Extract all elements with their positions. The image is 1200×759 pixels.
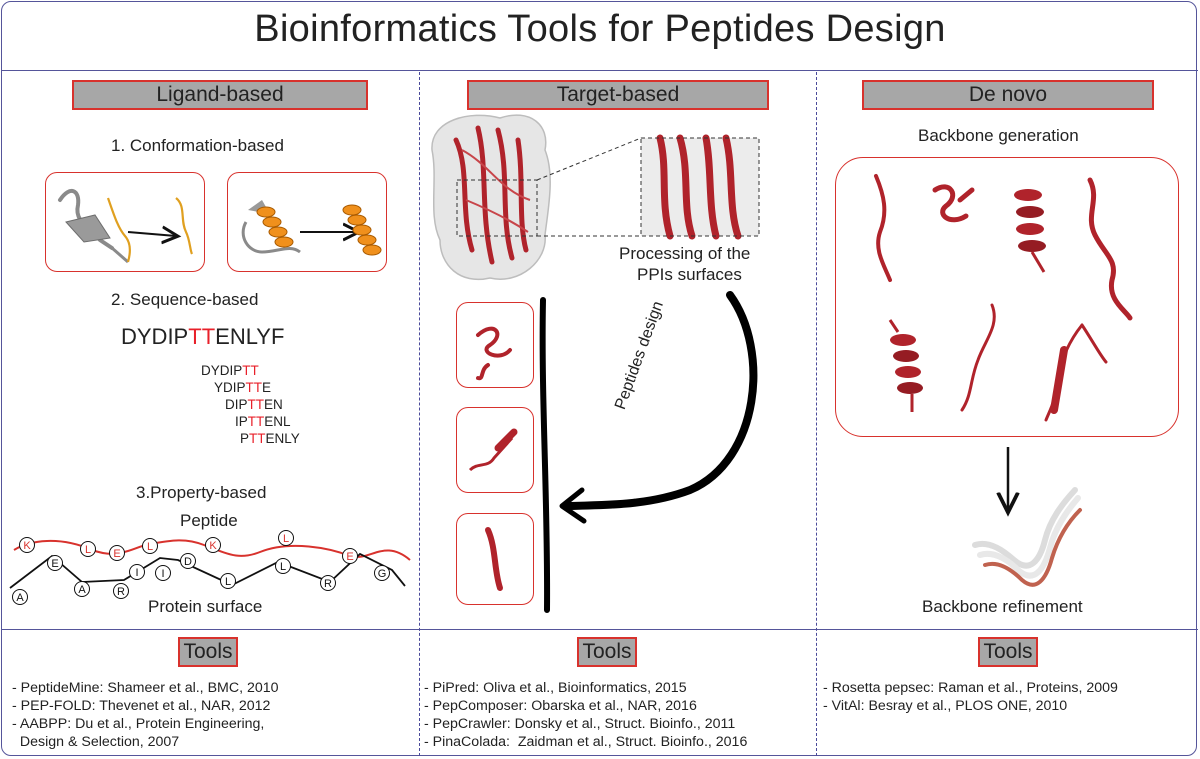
tool-ref: Design & Selection, 2007 <box>12 734 180 750</box>
window-highlight: TT <box>247 414 265 429</box>
conformation-box-2 <box>227 172 387 272</box>
sequence-window-4: IPTTENL <box>235 414 291 429</box>
design-box-1 <box>456 302 534 388</box>
seq-post: ENLYF <box>215 324 285 349</box>
column-divider-left <box>419 72 420 756</box>
title-divider <box>2 70 1198 71</box>
sequence-window-5: PTTENLY <box>240 431 300 446</box>
window-post: E <box>262 380 272 395</box>
window-post: ENL <box>264 414 291 429</box>
peptide-label: Peptide <box>180 511 238 530</box>
window-highlight: TT <box>247 397 265 412</box>
conformation-box-1 <box>45 172 205 272</box>
processing-label-line1: Processing of the <box>619 244 751 263</box>
tool-ref: - AABPP: Du et al., Protein Engineering, <box>12 716 265 732</box>
window-highlight: TT <box>242 363 259 378</box>
de-novo-header: De novo <box>862 80 1154 110</box>
backbone-generation-box <box>835 157 1179 437</box>
window-highlight: TT <box>245 380 263 395</box>
tools-divider <box>2 629 1198 630</box>
tool-ref: - PeptideMine: Shameer et al., BMC, 2010 <box>12 680 279 696</box>
window-pre: YDIP <box>214 380 246 395</box>
tool-ref: - PepComposer: Obarska et al., NAR, 2016 <box>424 698 697 714</box>
target-tools-header: Tools <box>577 637 637 667</box>
figure-title: Bioinformatics Tools for Peptides Design <box>254 8 946 50</box>
sequence-based-label: 2. Sequence-based <box>111 290 259 309</box>
seq-highlight: TT <box>188 324 216 349</box>
tool-ref: - Rosetta pepsec: Raman et al., Proteins… <box>823 680 1118 696</box>
backbone-refinement-label: Backbone refinement <box>922 597 1083 616</box>
ligand-based-header: Ligand-based <box>72 80 368 110</box>
conformation-based-label: 1. Conformation-based <box>111 136 284 155</box>
backbone-generation-label: Backbone generation <box>918 126 1079 145</box>
sequence-window-2: YDIPTTE <box>214 380 271 395</box>
tool-ref: - VitAl: Besray et al., PLOS ONE, 2010 <box>823 698 1068 714</box>
tool-ref: - PiPred: Oliva et al., Bioinformatics, … <box>424 680 687 696</box>
tool-ref: - PinaColada: Zaidman et al., Struct. Bi… <box>424 734 748 750</box>
column-divider-right <box>816 72 817 756</box>
full-sequence: DYDIPTTENLYF <box>121 324 284 350</box>
window-pre: IP <box>235 414 248 429</box>
sequence-window-3: DIPTTEN <box>225 397 283 412</box>
target-tools-list: - PiPred: Oliva et al., Bioinformatics, … <box>424 679 747 751</box>
target-based-header: Target-based <box>467 80 769 110</box>
window-pre: P <box>240 431 250 446</box>
sequence-window-1: DYDIPTT <box>201 363 259 378</box>
tool-ref: - PepCrawler: Donsky et al., Struct. Bio… <box>424 716 736 732</box>
seq-pre: DYDIP <box>121 324 189 349</box>
window-pre: DIP <box>225 397 248 412</box>
window-highlight: TT <box>249 431 266 446</box>
protein-surface-label: Protein surface <box>148 597 263 616</box>
ligand-tools-list: - PeptideMine: Shameer et al., BMC, 2010… <box>12 679 279 751</box>
denovo-tools-list: - Rosetta pepsec: Raman et al., Proteins… <box>823 679 1118 715</box>
design-box-3 <box>456 513 534 605</box>
window-pre: DYDIP <box>201 363 243 378</box>
ligand-tools-header: Tools <box>178 637 238 667</box>
window-post: EN <box>264 397 283 412</box>
property-based-label: 3.Property-based <box>136 483 267 502</box>
design-box-2 <box>456 407 534 493</box>
window-post: ENLY <box>265 431 300 446</box>
processing-label-line2: PPIs surfaces <box>637 265 742 284</box>
denovo-tools-header: Tools <box>978 637 1038 667</box>
tool-ref: - PEP-FOLD: Thevenet et al., NAR, 2012 <box>12 698 271 714</box>
